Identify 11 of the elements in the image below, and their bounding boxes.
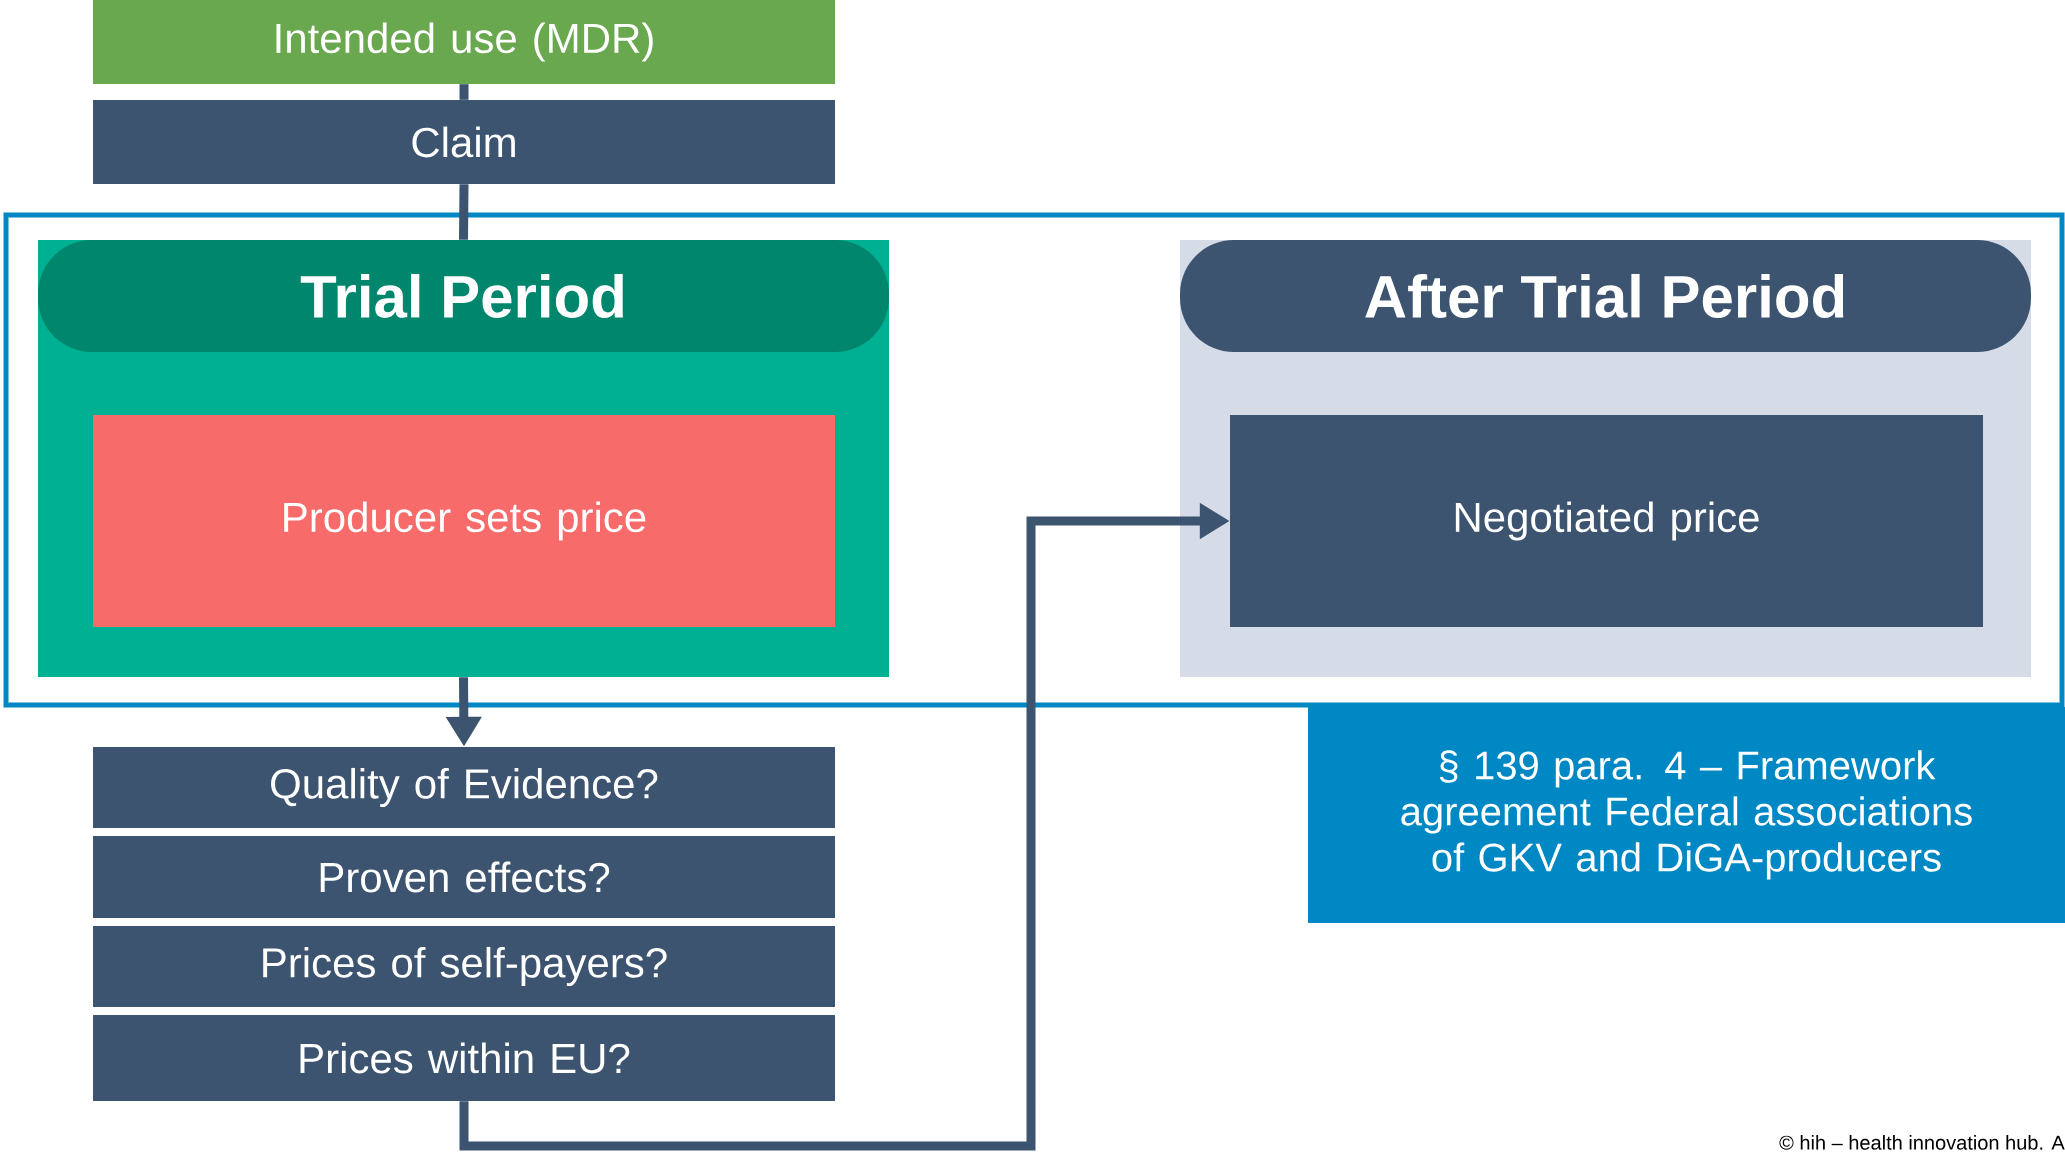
process-box: Proven effects? — [93, 836, 835, 918]
process-box: Prices of self-payers? — [93, 926, 835, 1007]
node-label: § 139 para. 4 – Framework agreement Federal associations of GKV and DiGA-producers — [1401, 750, 1972, 880]
process-box: Intended use (MDR) — [93, 0, 835, 84]
process-box: Claim — [93, 100, 835, 184]
process-box: Producer sets price — [93, 415, 835, 627]
process-box: Prices within EU? — [93, 1015, 835, 1101]
process-box: Quality of Evidence? — [93, 747, 835, 828]
process-box: Negotiated price — [1230, 415, 1983, 627]
process-box: § 139 para. 4 – Framework agreement Federal associations of GKV and DiGA-producers — [1308, 707, 2065, 923]
copyright-note: © hih – health innovation hub. A — [1779, 1135, 2065, 1150]
